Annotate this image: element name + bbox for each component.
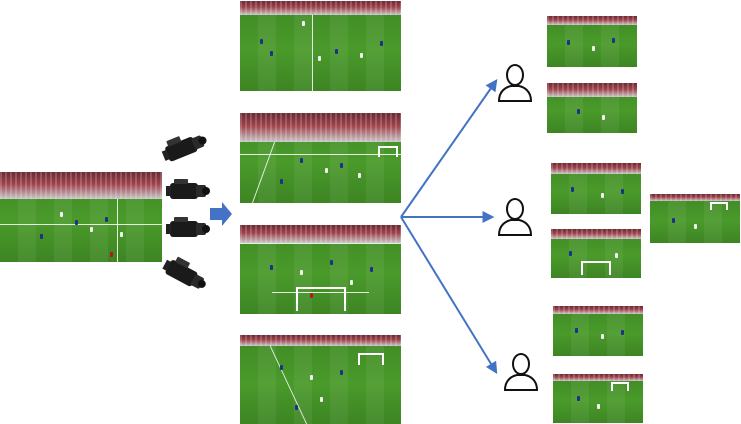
user-2-view-b	[551, 229, 641, 278]
user-2-view-c	[650, 194, 740, 243]
camera-view-2	[240, 113, 401, 203]
user-icon	[503, 353, 539, 391]
camcorder-icon	[166, 179, 210, 199]
camcorder-icon	[161, 135, 207, 162]
arrow-to-user-3	[400, 216, 498, 375]
user-2-view-a	[551, 163, 641, 214]
camera-view-1	[240, 1, 401, 91]
arrow-to-user-1	[400, 79, 498, 218]
camera-view-3	[240, 225, 401, 314]
user-1-view-a	[547, 16, 637, 67]
user-3-view-b	[553, 374, 643, 423]
user-3-view-a	[553, 306, 643, 356]
source-wide-frame	[0, 172, 162, 262]
user-icon	[497, 198, 533, 236]
camera-view-4	[240, 335, 401, 424]
camcorder-icon	[166, 217, 210, 237]
user-icon	[497, 64, 533, 102]
user-1-view-b	[547, 83, 637, 133]
camcorder-icon	[162, 256, 206, 289]
camera-to-views-arrow	[210, 202, 232, 226]
